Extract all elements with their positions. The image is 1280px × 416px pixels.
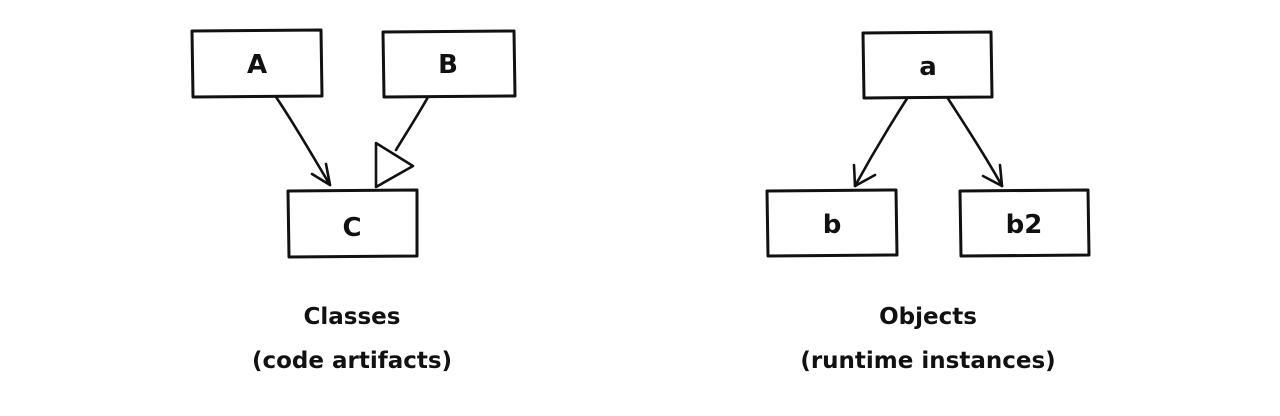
inheritance-triangle-icon [374,141,415,189]
class-box-c[interactable]: C [286,188,419,259]
classes-caption-title: Classes [304,304,401,330]
edge-a-to-c [274,95,332,187]
object-box-b-label: b [823,210,842,240]
class-box-c-label: C [342,213,361,243]
object-box-b2[interactable]: b2 [958,188,1091,258]
open-arrowhead-icon [981,163,1004,188]
edge-obj-a-to-b [852,95,910,188]
object-box-b[interactable]: b [765,188,899,258]
object-box-a-label: a [919,52,937,82]
edge-obj-a-to-b2 [945,95,1004,188]
objects-caption-subtitle: (runtime instances) [800,348,1055,374]
class-box-b[interactable]: B [381,29,517,99]
open-arrowhead-icon [310,162,332,187]
class-box-a[interactable]: A [190,28,324,99]
objects-group: a b b2 Objects (runtime instances) [765,30,1091,374]
classes-caption-subtitle: (code artifacts) [252,348,452,374]
open-arrowhead-icon [852,163,877,188]
class-box-b-label: B [438,50,458,80]
objects-caption-title: Objects [879,304,977,330]
edge-b-to-c [374,95,430,189]
object-box-a[interactable]: a [861,30,994,100]
class-box-a-label: A [247,50,267,80]
classes-group: A B C Classes (code artifacts) [190,28,517,374]
object-box-b2-label: b2 [1006,210,1043,240]
